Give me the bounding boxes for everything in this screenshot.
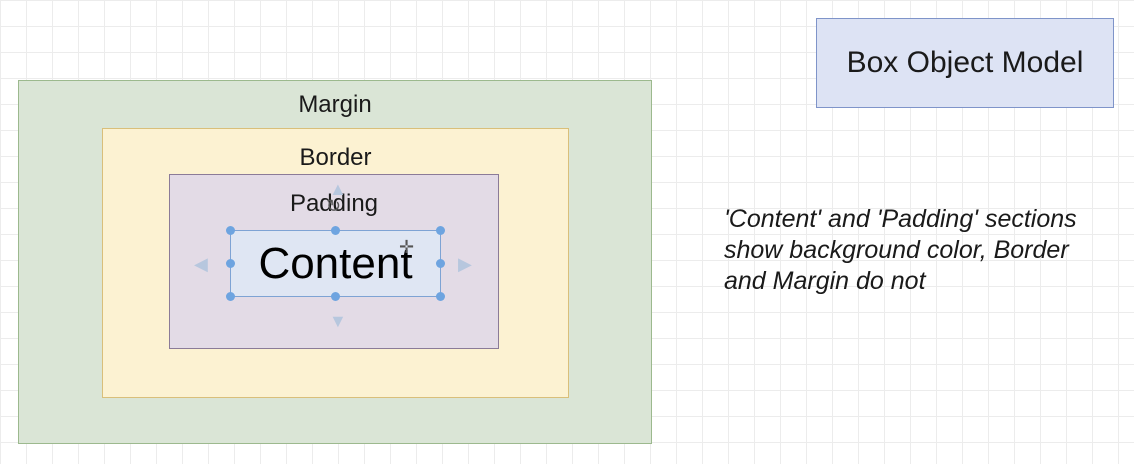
resize-handle-bottom-right[interactable] bbox=[436, 292, 445, 301]
move-arrow-left-icon[interactable]: ◀ bbox=[194, 254, 208, 274]
explanation-note: 'Content' and 'Padding' sections show ba… bbox=[724, 205, 1077, 295]
move-arrow-down-icon[interactable]: ▼ bbox=[329, 311, 347, 331]
resize-handle-bottom[interactable] bbox=[331, 292, 340, 301]
padding-label: Padding bbox=[289, 190, 379, 217]
resize-handle-top-left[interactable] bbox=[226, 226, 235, 235]
margin-label: Margin bbox=[298, 91, 372, 118]
rotate-cursor-icon: ↻ bbox=[326, 196, 342, 216]
diagram-title: Box Object Model bbox=[816, 18, 1114, 108]
content-box[interactable]: Content bbox=[230, 230, 441, 297]
resize-handle-bottom-left[interactable] bbox=[226, 292, 235, 301]
border-label: Border bbox=[299, 144, 372, 171]
move-cursor-icon: ✛ bbox=[399, 237, 415, 257]
content-label: Content bbox=[258, 239, 413, 288]
move-arrow-up-icon[interactable]: ▲ bbox=[329, 179, 347, 199]
resize-handle-top[interactable] bbox=[331, 226, 340, 235]
resize-handle-left[interactable] bbox=[226, 259, 235, 268]
resize-handle-top-right[interactable] bbox=[436, 226, 445, 235]
move-arrow-right-icon[interactable]: ▶ bbox=[458, 254, 472, 274]
resize-handle-right[interactable] bbox=[436, 259, 445, 268]
diagram-title-text: Box Object Model bbox=[846, 46, 1084, 79]
